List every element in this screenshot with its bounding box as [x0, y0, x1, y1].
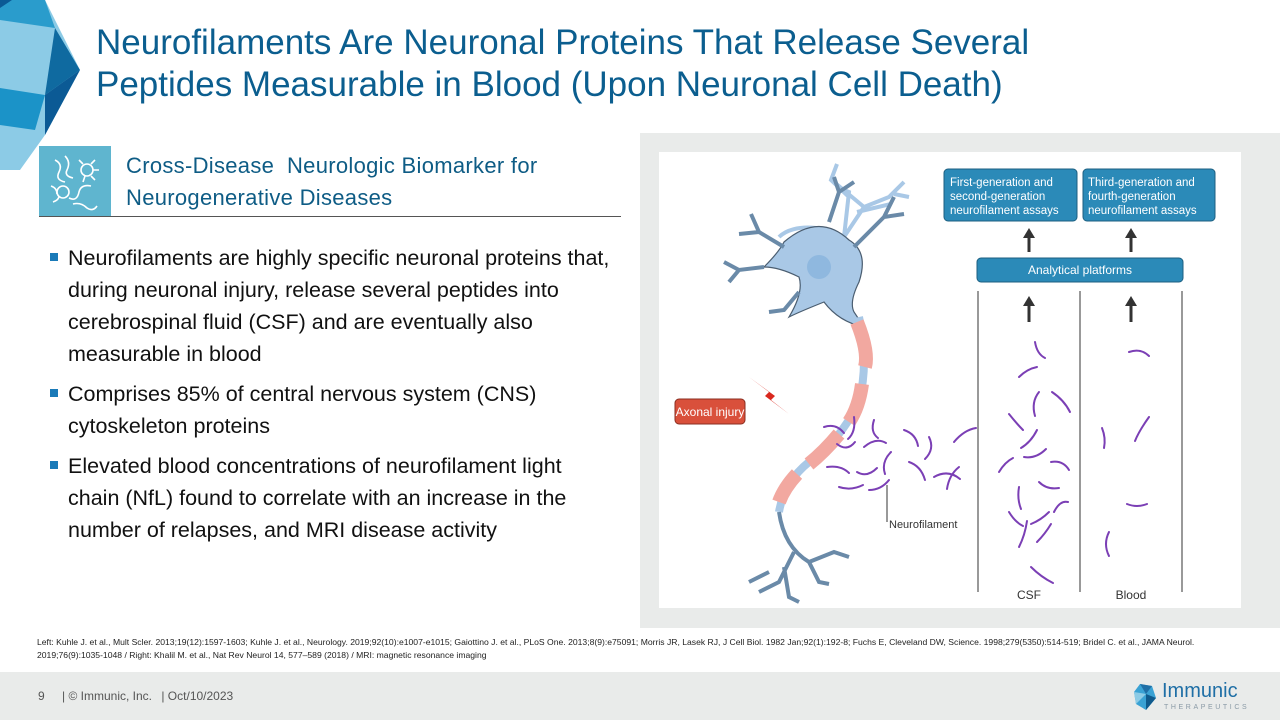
late-assays-line-2: fourth-generation: [1088, 191, 1176, 203]
subheading-text: Cross-Disease Neurologic Biomarker for N…: [126, 150, 538, 214]
footer: 9 | © Immunic, Inc. | Oct/10/2023 Immuni…: [0, 672, 1280, 720]
subheading-line-2: Neurogenerative Diseases: [126, 185, 393, 210]
bullet-item: Neurofilaments are highly specific neuro…: [48, 242, 618, 370]
page-number: 9: [38, 689, 45, 703]
title-line-2: Peptides Measurable in Blood (Upon Neuro…: [96, 65, 1003, 104]
axonal-injury-label: Axonal injury: [676, 405, 745, 419]
bullet-text: Elevated blood concentrations of neurofi…: [68, 454, 567, 542]
footer-text: 9 | © Immunic, Inc. | Oct/10/2023: [38, 689, 239, 703]
logo-name: Immunic: [1162, 680, 1238, 702]
references: Left: Kuhle J. et al., Mult Scler. 2013;…: [37, 637, 1195, 660]
early-assays-box: [943, 168, 1078, 222]
late-assays-box: [1082, 168, 1216, 222]
bullet-square-icon: [50, 253, 58, 261]
immunic-logo: Immunic THERAPEUTICS: [1130, 680, 1250, 714]
bullet-square-icon: [50, 389, 58, 397]
slide-title: Neurofilaments Are Neuronal Proteins Tha…: [96, 22, 1196, 106]
analytical-platforms-label: Analytical platforms: [1028, 263, 1132, 277]
title-line-1: Neurofilaments Are Neuronal Proteins Tha…: [96, 23, 1030, 62]
lightning-icon: [749, 377, 789, 414]
blood-label: Blood: [1116, 588, 1147, 602]
neuron-network-icon: [39, 146, 111, 216]
bullet-text: Neurofilaments are highly specific neuro…: [68, 246, 610, 366]
early-assays-line-3: neurofilament assays: [950, 205, 1059, 217]
bullet-list: Neurofilaments are highly specific neuro…: [48, 242, 618, 554]
neuron-illustration: [723, 163, 910, 604]
bullet-text: Comprises 85% of central nervous system …: [68, 382, 537, 438]
bullet-item: Elevated blood concentrations of neurofi…: [48, 450, 618, 546]
immunic-logo-icon: [1134, 684, 1156, 710]
bullet-item: Comprises 85% of central nervous system …: [48, 378, 618, 442]
late-assays-line-1: Third-generation and: [1088, 177, 1195, 189]
logo-subtitle: THERAPEUTICS: [1164, 704, 1250, 711]
late-assays-line-3: neurofilament assays: [1088, 205, 1197, 217]
figure-panel: Axonal injury Neurofil: [640, 133, 1280, 628]
neurofilament-diagram: Axonal injury Neurofil: [659, 152, 1241, 608]
csf-label: CSF: [1017, 588, 1041, 602]
analytical-platforms-box: [976, 257, 1184, 283]
early-assays-line-2: second-generation: [950, 191, 1045, 203]
section-subheading: Cross-Disease Neurologic Biomarker for N…: [39, 146, 621, 217]
early-assays-line-1: First-generation and: [950, 177, 1053, 189]
neurofilament-label: Neurofilament: [889, 519, 957, 531]
date: | Oct/10/2023: [161, 689, 234, 703]
arrow-icons: [1023, 228, 1137, 322]
copyright: | © Immunic, Inc.: [62, 689, 153, 703]
subheading-line-1: Cross-Disease Neurologic Biomarker for: [126, 153, 538, 178]
axonal-injury-box: [674, 398, 746, 425]
bullet-square-icon: [50, 461, 58, 469]
neurofilament-fragments: [823, 341, 1150, 584]
corner-decoration: [0, 0, 80, 170]
